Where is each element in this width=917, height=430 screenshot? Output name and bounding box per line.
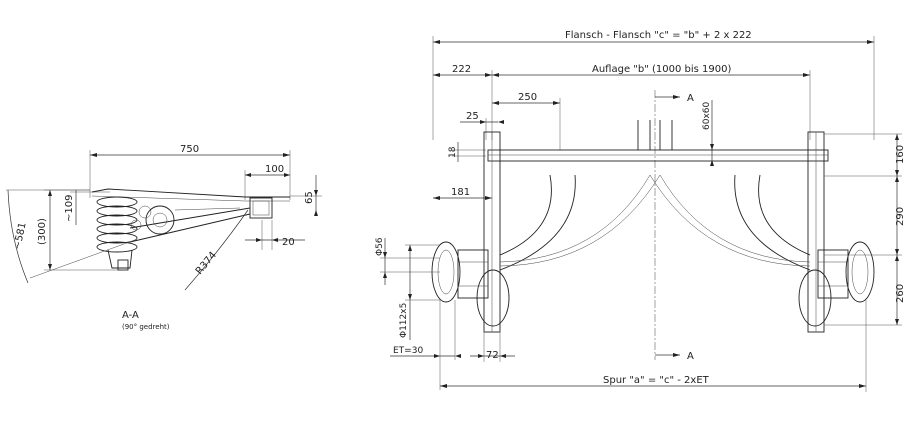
spring-coil bbox=[96, 196, 138, 253]
dim-160-label: 160 bbox=[895, 145, 906, 164]
dim-300-label: (300) bbox=[37, 218, 48, 245]
dim-r374-label: R374 bbox=[194, 250, 219, 277]
dim-222-label: 222 bbox=[452, 64, 471, 75]
dim-581-label: ~581 bbox=[12, 221, 28, 250]
dim-d112-label: Φ112x5 bbox=[399, 303, 409, 338]
dim-290-label: 290 bbox=[895, 207, 906, 226]
dim-25-label: 25 bbox=[466, 111, 479, 122]
dim-d56-label: Φ56 bbox=[375, 237, 385, 256]
dim-60x60-label: 60x60 bbox=[702, 101, 712, 130]
dim-109-label: ~109 bbox=[64, 195, 75, 222]
dim-et-label: ET=30 bbox=[393, 346, 423, 356]
left-wheel-hub bbox=[431, 241, 510, 327]
dim-260-label: 260 bbox=[895, 284, 906, 303]
right-wheel-hub bbox=[798, 241, 875, 327]
section-note: (90° gedreht) bbox=[122, 323, 170, 331]
dim-flange-label: Flansch - Flansch "c" = "b" + 2 x 222 bbox=[565, 30, 752, 41]
front-view: Flansch - Flansch "c" = "b" + 2 x 222 22… bbox=[375, 30, 906, 392]
dim-181-label: 181 bbox=[451, 187, 470, 198]
dim-100-label: 100 bbox=[265, 164, 284, 175]
dim-72-label: 72 bbox=[486, 350, 499, 361]
dim-20-label: 20 bbox=[282, 237, 295, 248]
dim-250-label: 250 bbox=[518, 92, 537, 103]
dim-auflage-label: Auflage "b" (1000 bis 1900) bbox=[592, 64, 732, 75]
dim-750-label: 750 bbox=[180, 144, 199, 155]
dim-18-label: 18 bbox=[448, 146, 458, 158]
section-label: A-A bbox=[122, 310, 139, 321]
section-mark-bottom: A bbox=[687, 351, 694, 362]
side-view: 750 100 65 ~109 (300) ~581 bbox=[6, 144, 322, 331]
dim-spur-label: Spur "a" = "c" - 2xET bbox=[603, 375, 710, 386]
dim-65-label: 65 bbox=[304, 191, 315, 204]
section-mark-top: A bbox=[687, 93, 694, 104]
